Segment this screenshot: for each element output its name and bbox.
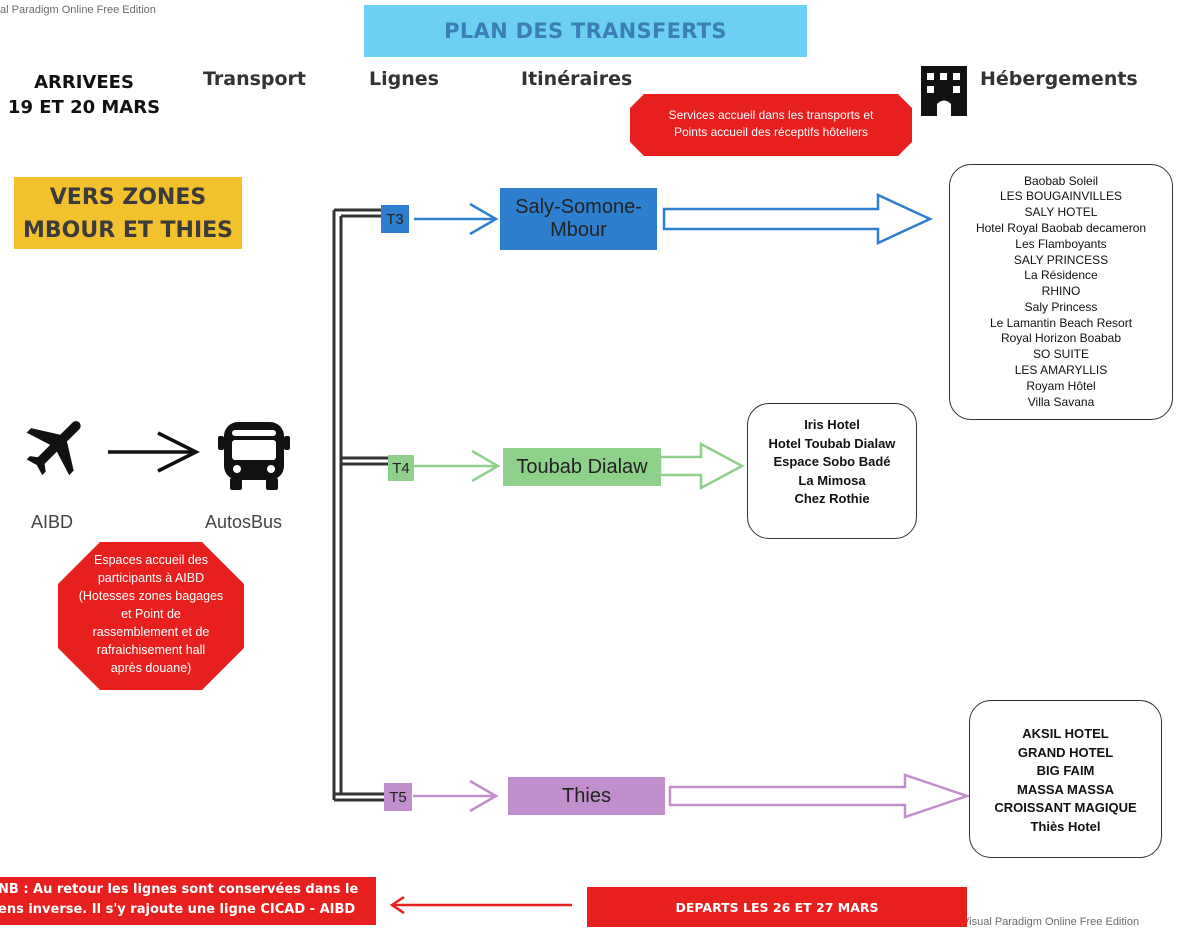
hotel-item: MASSA MASSA [1016, 781, 1115, 797]
aibd-label: AIBD [31, 512, 74, 532]
line-tag-t4: T4 [388, 455, 414, 481]
hotels-t4: Iris Hotel Hotel Toubab Dialaw Espace So… [747, 403, 917, 539]
destination-thies: Thies [508, 777, 665, 815]
watermark-top: al Paradigm Online Free Edition [0, 4, 156, 16]
destination-saly: Saly-Somone- Mbour [500, 188, 657, 250]
arrow-t5-hollow [668, 773, 971, 819]
accueil-note: Espaces accueil des participants à AIBD … [58, 542, 244, 690]
hotel-item: CROISSANT MAGIQUE [994, 800, 1137, 815]
building-icon [918, 66, 970, 116]
line-tag-t5: T5 [384, 783, 412, 811]
hotel-item: BIG FAIM [1036, 763, 1095, 778]
arrivees-dates: 19 ET 20 MARS [7, 97, 161, 118]
arrow-right-icon [106, 430, 202, 474]
hotel-item: LES BOUGAINVILLES [999, 189, 1123, 204]
arrow-t3-hollow [662, 193, 933, 245]
departs-banner: DEPARTS LES 26 ET 27 MARS [587, 887, 967, 927]
hotel-item: Royal Horizon Boabab [1000, 331, 1122, 346]
arrow-t5-line [413, 779, 499, 813]
zone-label: VERS ZONES MBOUR ET THIES [14, 177, 242, 249]
hotels-t5: AKSIL HOTEL GRAND HOTEL BIG FAIM MASSA M… [969, 700, 1162, 858]
hotel-item: GRAND HOTEL [1017, 744, 1114, 760]
hotel-item: SALY PRINCESS [1013, 252, 1109, 267]
hotel-item: Villa Savana [1027, 394, 1095, 409]
hotel-item: La Mimosa [798, 472, 866, 488]
lignes-heading: Lignes [369, 68, 439, 90]
return-arrow [389, 895, 572, 915]
hotel-item: Hotel Toubab Dialaw [768, 435, 896, 451]
arrow-t4-hollow [658, 441, 745, 491]
hotel-item: AKSIL HOTEL [1022, 726, 1109, 741]
bus-icon [218, 420, 290, 492]
airplane-icon [20, 408, 96, 484]
page-title: PLAN DES TRANSFERTS [364, 5, 807, 57]
itineraires-heading: Itinéraires [521, 68, 633, 90]
hotel-item: RHINO [1041, 284, 1081, 299]
hotel-item: SALY HOTEL [1024, 205, 1098, 220]
hotel-item: Iris Hotel [804, 417, 860, 432]
hotel-item: Espace Sobo Badé [773, 454, 891, 469]
hotels-t3: Baobab Soleil LES BOUGAINVILLES SALY HOT… [949, 164, 1173, 420]
hotel-item: LES AMARYLLIS [1014, 363, 1108, 378]
hebergements-heading: Hébergements [980, 68, 1138, 90]
hotel-item: Saly Princess [1024, 299, 1098, 314]
arrow-t3-line [414, 202, 499, 236]
arrivees-heading: ARRIVEES 19 ET 20 MARS [0, 70, 168, 120]
services-note: Services accueil dans les transports et … [630, 94, 912, 156]
hotel-item: Hotel Royal Baobab decameron [975, 220, 1147, 235]
hotel-item: Le Lamantin Beach Resort [989, 315, 1133, 330]
destination-toubab: Toubab Dialaw [503, 448, 661, 486]
hotel-item: Les Flamboyants [1015, 236, 1107, 251]
hotel-item: Royam Hôtel [1026, 378, 1096, 393]
arrow-t4-line [414, 449, 501, 483]
hotel-item: Baobab Soleil [1023, 173, 1099, 188]
autosbus-label: AutosBus [205, 512, 283, 532]
line-tag-t3: T3 [381, 205, 409, 233]
hotel-item: Thiès Hotel [1030, 818, 1101, 834]
arrivees-label: ARRIVEES [34, 72, 134, 93]
hotel-item: La Résidence [1024, 268, 1098, 283]
hotel-item: Chez Rothie [794, 491, 870, 506]
transport-heading: Transport [203, 68, 307, 90]
hotel-item: SO SUITE [1032, 347, 1089, 362]
return-note: NB : Au retour les lignes sont conservée… [0, 877, 376, 925]
watermark-bottom: Visual Paradigm Online Free Edition [962, 916, 1140, 928]
